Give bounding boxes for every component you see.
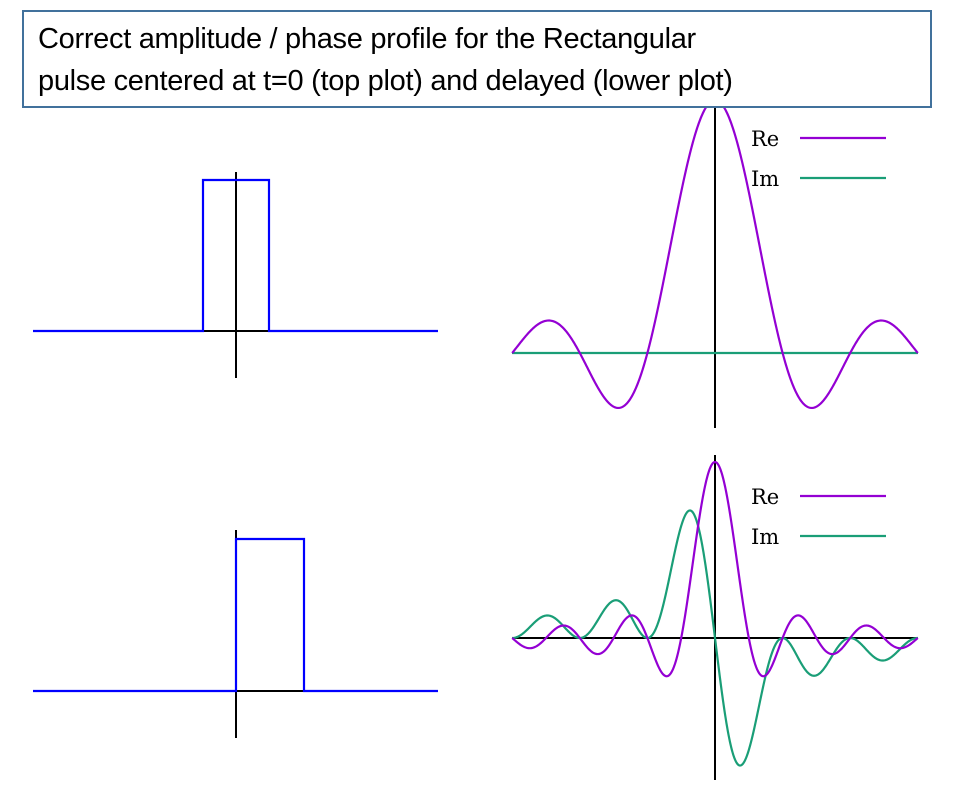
legend-bottom: Re Im xyxy=(751,485,886,549)
rect-pulse-line xyxy=(33,178,438,333)
legend-re-label: Re xyxy=(751,485,779,509)
title-line-2: pulse centered at t=0 (top plot) and del… xyxy=(38,65,733,97)
spectrum-delayed-plot xyxy=(511,455,919,780)
legend-im-label: Im xyxy=(751,167,779,191)
pulse-centered-plot xyxy=(33,172,438,378)
spectrum-centered-plot xyxy=(511,98,919,428)
legend-re-label: Re xyxy=(751,127,779,151)
legend-top: Re Im xyxy=(751,127,886,191)
re-series-line xyxy=(511,460,919,678)
title-line-1: Correct amplitude / phase profile for th… xyxy=(38,23,696,55)
legend-im-label: Im xyxy=(751,525,779,549)
title-box: Correct amplitude / phase profile for th… xyxy=(22,10,932,108)
rect-pulse-line xyxy=(33,537,438,693)
pulse-delayed-plot xyxy=(33,530,438,738)
